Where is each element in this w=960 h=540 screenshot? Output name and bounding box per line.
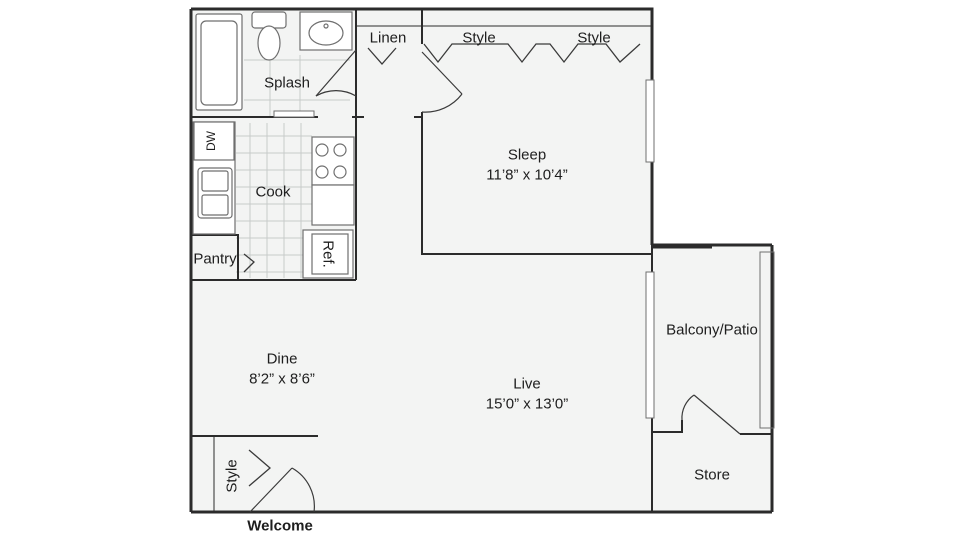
windows xyxy=(645,79,775,429)
room-label-sleep: Sleep 11’8” x 10’4” xyxy=(486,148,567,183)
room-dims-dine: 8’2” x 8’6” xyxy=(249,370,315,388)
closet-doors xyxy=(243,43,641,487)
room-dims-live: 15’0” x 13’0” xyxy=(485,395,569,413)
room-label-balcony: Balcony/Patio xyxy=(666,321,758,339)
stove xyxy=(311,136,355,226)
room-name-live: Live xyxy=(513,375,541,393)
room-name-dine: Dine xyxy=(266,350,298,368)
room-label-live: Live 15’0” x 13’0” xyxy=(486,377,569,412)
room-label-style-closet-left: Style xyxy=(462,29,496,47)
room-label-cook: Cook xyxy=(255,183,291,201)
appliance-label-refrigerator: Ref. xyxy=(319,240,337,268)
toilet xyxy=(251,11,287,61)
room-dims-sleep: 11’8” x 10’4” xyxy=(486,166,568,184)
room-label-style-closet-right: Style xyxy=(577,29,611,47)
room-label-pantry: Pantry xyxy=(193,250,237,268)
refrigerator-unit xyxy=(302,229,354,279)
kitchen-tile-floor xyxy=(236,123,312,278)
kitchen-counter xyxy=(192,121,236,235)
entry-label-welcome: Welcome xyxy=(247,517,313,535)
swing-doors xyxy=(249,49,741,513)
room-label-dine: Dine 8’2” x 8’6” xyxy=(249,352,315,387)
bathroom-tile-floor xyxy=(244,55,350,116)
room-label-splash: Splash xyxy=(264,74,310,92)
room-label-linen: Linen xyxy=(369,29,407,47)
room-label-store: Store xyxy=(694,466,730,484)
room-label-style-entry: Style xyxy=(223,459,241,493)
bath-vanity-edge xyxy=(273,110,315,118)
floor-area xyxy=(191,9,772,512)
bathroom-sink xyxy=(299,11,353,51)
bathtub xyxy=(195,13,243,111)
room-name-sleep: Sleep xyxy=(507,146,547,164)
appliance-label-dishwasher: DW xyxy=(204,131,218,151)
